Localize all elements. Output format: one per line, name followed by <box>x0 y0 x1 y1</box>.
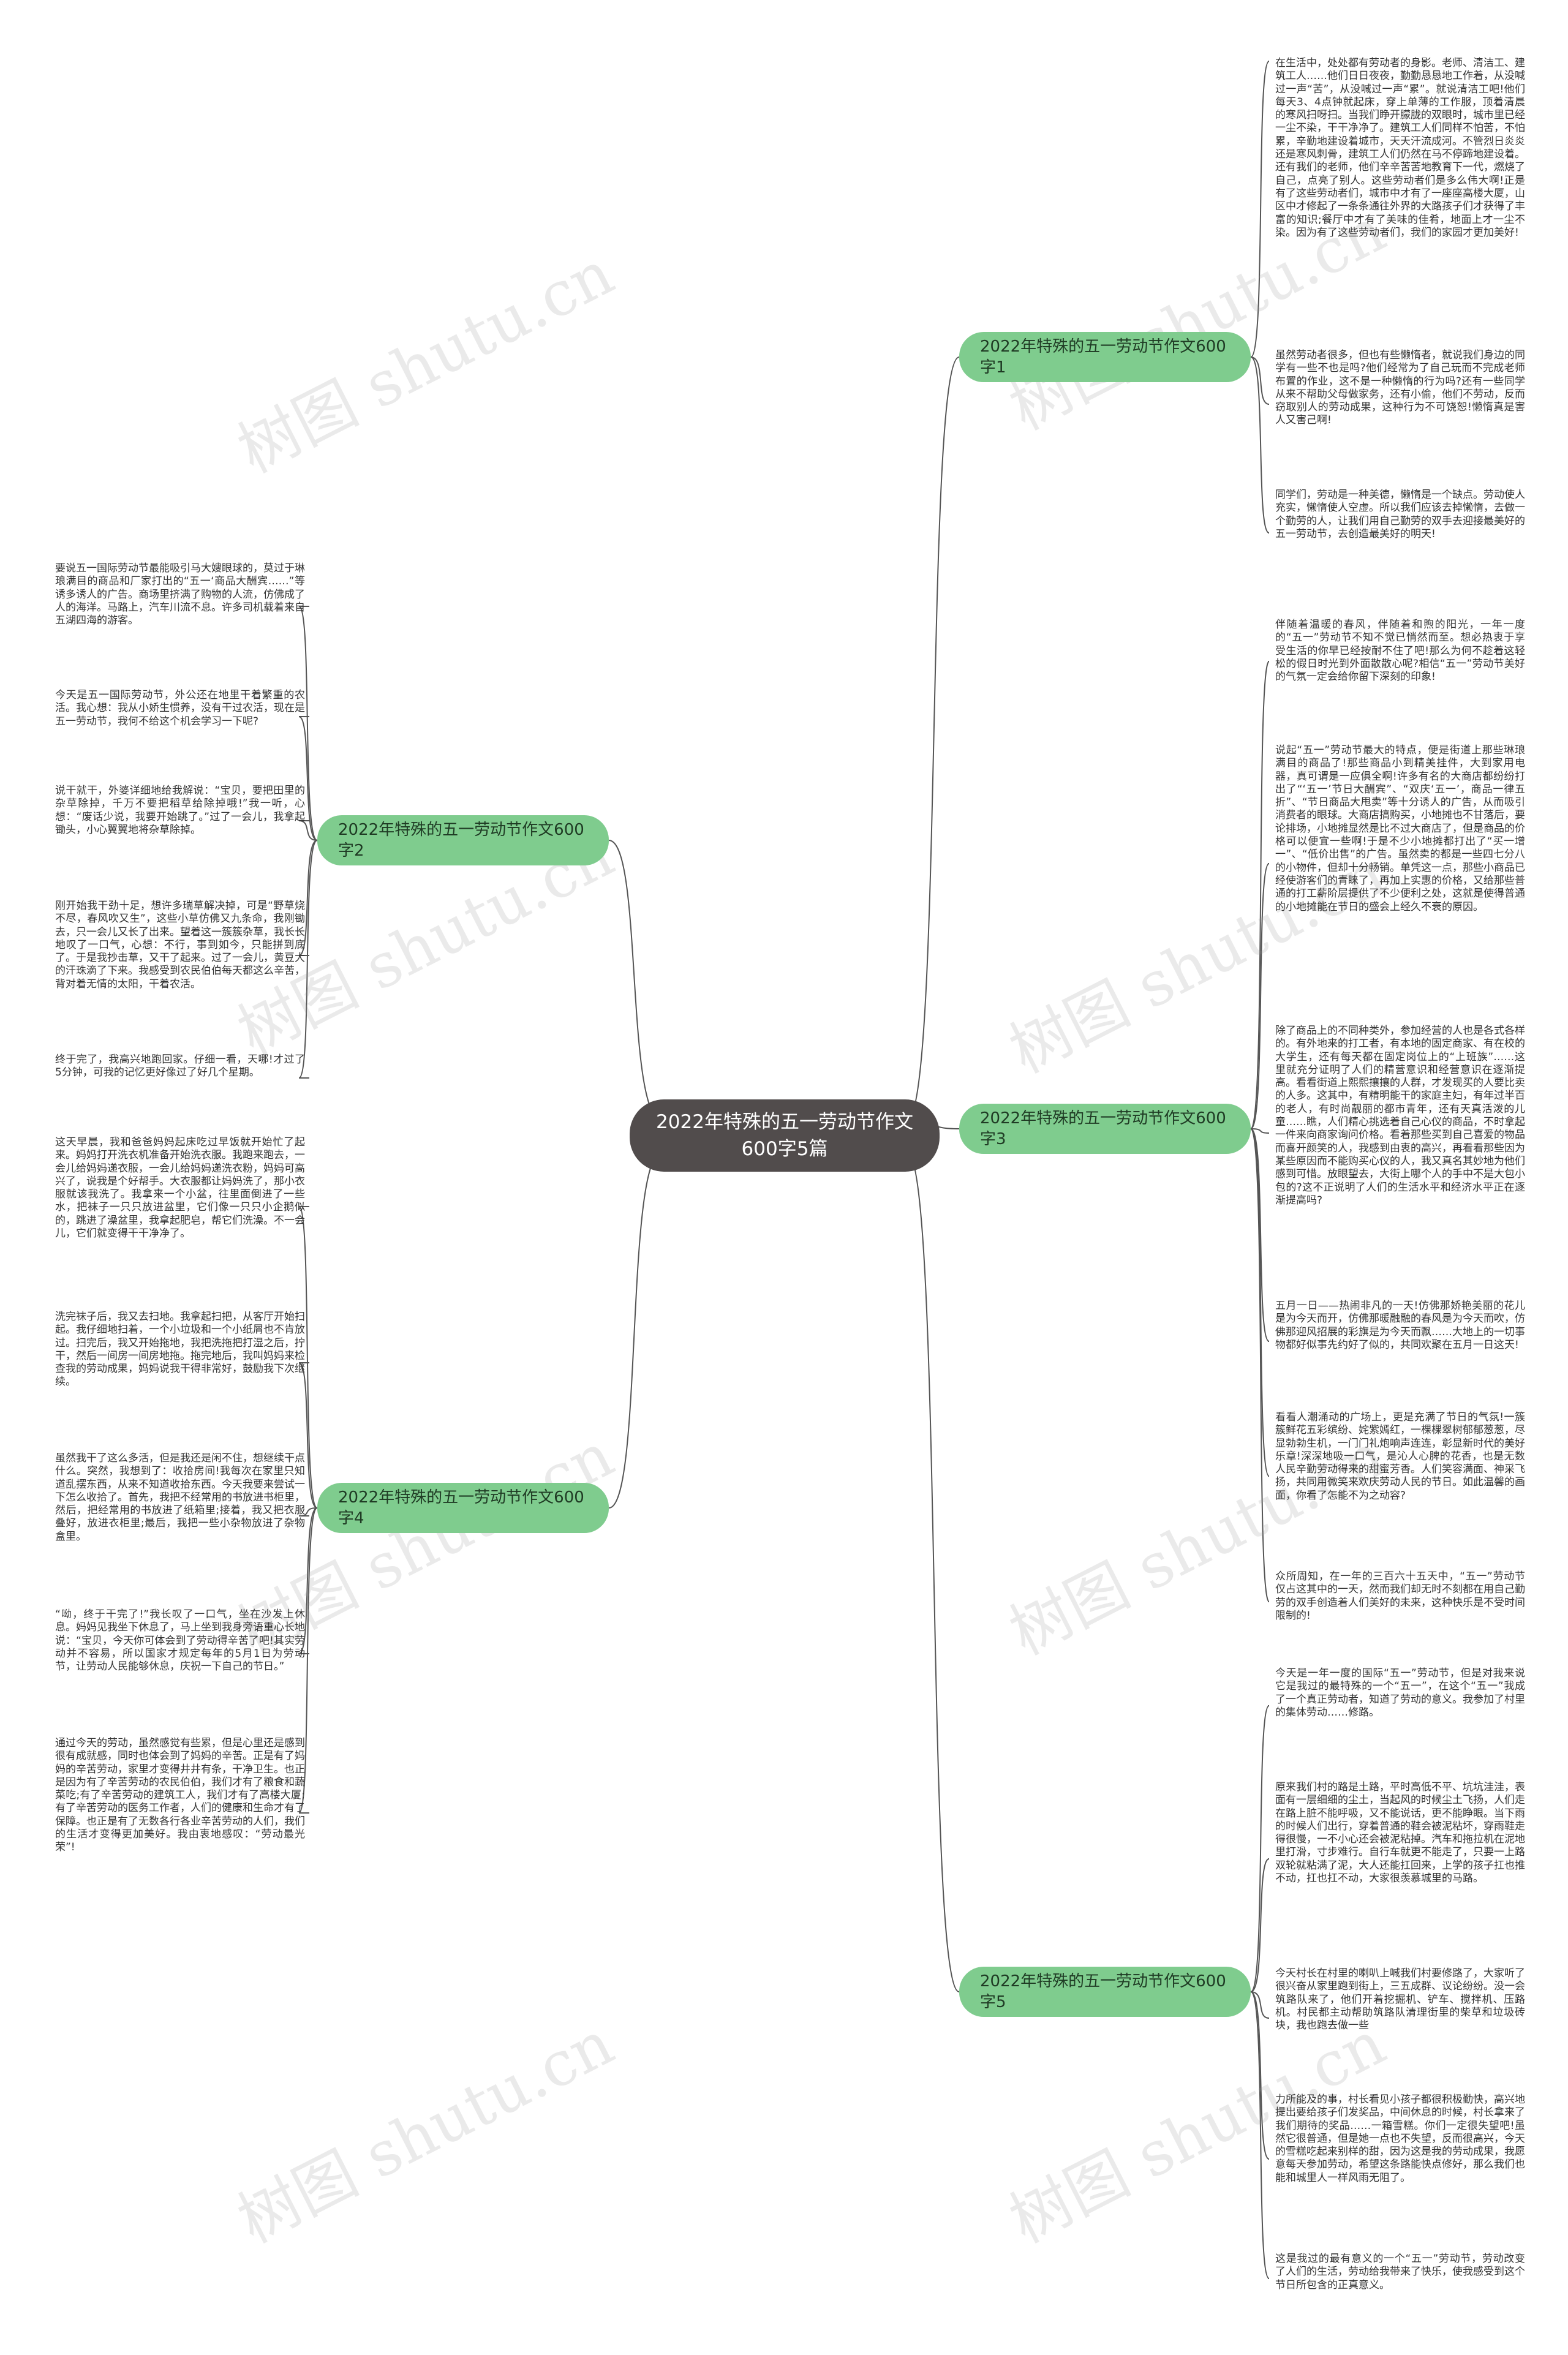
leaf-connector <box>1250 1991 1270 2160</box>
leaf-note: 力所能及的事，村长看见小孩子都很积极勤快，高兴地提出要给孩子们发奖品，中间休息的… <box>1275 2093 1525 2184</box>
leaf-note: 虽然劳动者很多，但也有些懒惰者，就说我们身边的同学有一些不也是吗?他们经常为了自… <box>1275 349 1525 427</box>
leaf-connector <box>1250 1128 1270 1342</box>
leaf-connector <box>1250 863 1270 1129</box>
leaf-note: 这是我过的最有意义的一个“五一”劳动节，劳动改变了人们的生活，劳动给我带来了快乐… <box>1275 2253 1525 2291</box>
leaf-connector <box>1250 1705 1270 1992</box>
leaf-note: 看看人潮涌动的广场上，更是充满了节日的气氛!一簇簇鲜花五彩缤纷、姹紫嫣红，一棵棵… <box>1275 1411 1525 1502</box>
branch-node-2[interactable]: 2022年特殊的五一劳动节作文600字2 <box>317 815 609 865</box>
leaf-connector <box>298 1206 318 1509</box>
leaf-connector <box>298 1507 318 1654</box>
leaf-connector <box>1250 1858 1270 1992</box>
root-connector <box>608 840 663 1121</box>
leaf-connector <box>298 1507 318 1814</box>
leaf-connector <box>298 840 318 956</box>
leaf-connector <box>1250 1128 1270 1134</box>
root-connector <box>906 1151 960 1992</box>
leaf-connector <box>298 820 318 841</box>
leaf-note: 洗完袜子后，我又去扫地。我拿起扫把，从客厅开始扫起。我仔细地扫着，一个小垃圾和一… <box>55 1311 305 1389</box>
root-connector <box>906 356 960 1121</box>
leaf-note: 说干就干，外婆详细地给我解说：“宝贝，要把田里的杂草除掉，千万不要把稻草给除掉哦… <box>55 785 305 836</box>
leaf-note: 这天早晨，我和爸爸妈妈起床吃过早饭就开始忙了起来。妈妈打开洗衣机准备开始洗衣服。… <box>55 1136 305 1240</box>
leaf-connector <box>298 840 318 1079</box>
leaf-note: 除了商品上的不同种类外，参加经营的人也是各式各样的。有外地来的打工者，有本地的固… <box>1275 1025 1525 1207</box>
leaf-note: 终于完了，我高兴地跑回家。仔细一看，天哪!才过了5分钟，可我的记忆更好像过了好几… <box>55 1053 305 1079</box>
leaf-note: 今天村长在村里的喇叭上喊我们村要修路了，大家听了很兴奋从家里跑到街上，三五成群、… <box>1275 1967 1525 2032</box>
leaf-note: “呦，终于干完了!”我长叹了一口气，坐在沙发上休息。妈妈见我坐下休息了，马上坐到… <box>55 1608 305 1673</box>
branch-node-3[interactable]: 2022年特殊的五一劳动节作文600字3 <box>959 1104 1251 1154</box>
leaf-note: 说起“五一”劳动节最大的特点，便是街道上那些琳琅满目的商品了!那些商品小到精美挂… <box>1275 744 1525 913</box>
root-node[interactable]: 2022年特殊的五一劳动节作文600字5篇 <box>630 1099 940 1172</box>
leaf-connector <box>298 606 318 841</box>
leaf-connector <box>1250 61 1270 358</box>
branch-node-5[interactable]: 2022年特殊的五一劳动节作文600字5 <box>959 1967 1251 2017</box>
leaf-connector <box>1250 1128 1270 1477</box>
leaf-connector <box>1250 356 1270 405</box>
leaf-connector <box>298 716 318 841</box>
branch-node-1[interactable]: 2022年特殊的五一劳动节作文600字1 <box>959 332 1251 382</box>
leaf-connector <box>1250 661 1270 1129</box>
leaf-note: 众所周知，在一年的三百六十五天中，“五一”劳动节仅占这其中的一天，然而我们却无时… <box>1275 1570 1525 1622</box>
leaf-connector <box>1250 1991 1270 2279</box>
leaf-note: 今天是五一国际劳动节，外公还在地里干着繁重的农活。我心想：我从小娇生惯养，没有干… <box>55 689 305 728</box>
leaf-note: 原来我们村的路是土路，平时高低不平、坑坑洼洼，表面有一层细细的尘土，当起风的时候… <box>1275 1781 1525 1885</box>
leaf-connector <box>1250 1128 1270 1602</box>
leaf-connector <box>298 1362 318 1509</box>
leaf-note: 伴随着温暖的春风，伴随着和煦的阳光，一年一度的“五一”劳动节不知不觉已悄然而至。… <box>1275 619 1525 684</box>
leaf-note: 在生活中，处处都有劳动者的身影。老师、清洁工、建筑工人……他们日日夜夜，勤勤恳恳… <box>1275 57 1525 239</box>
leaf-connector <box>298 1507 318 1517</box>
leaf-note: 五月一日——热闹非凡的一天!仿佛那娇艳美丽的花儿是为今天而开，仿佛那暖融融的春风… <box>1275 1300 1525 1351</box>
leaf-note: 今天是一年一度的国际“五一”劳动节，但是对我来说它是我过的最特殊的一个“五一”，… <box>1275 1667 1525 1719</box>
leaf-note: 同学们，劳动是一种美德，懒惰是一个缺点。劳动使人充实，懒惰使人空虚。所以我们应该… <box>1275 489 1525 540</box>
leaf-note: 通过今天的劳动，虽然感觉有些累，但是心里还是感到很有成就感，同时也体会到了妈妈的… <box>55 1737 305 1854</box>
leaf-connector <box>1250 1991 1270 2019</box>
leaf-note: 虽然我干了这么多活，但是我还是闲不住，想继续干点什么。突然，我想到了：收拾房间!… <box>55 1452 305 1543</box>
branch-node-4[interactable]: 2022年特殊的五一劳动节作文600字4 <box>317 1483 609 1533</box>
leaf-connector <box>1250 356 1270 533</box>
leaf-note: 刚开始我干劲十足，想许多瑞草解决掉，可是“野草烧不尽，春风吹又生”，这些小草仿佛… <box>55 900 305 990</box>
leaf-note: 要说五一国际劳动节最能吸引马大嫂眼球的，莫过于琳琅满目的商品和厂家打出的“五一‘… <box>55 562 305 627</box>
root-connector <box>608 1151 663 1509</box>
